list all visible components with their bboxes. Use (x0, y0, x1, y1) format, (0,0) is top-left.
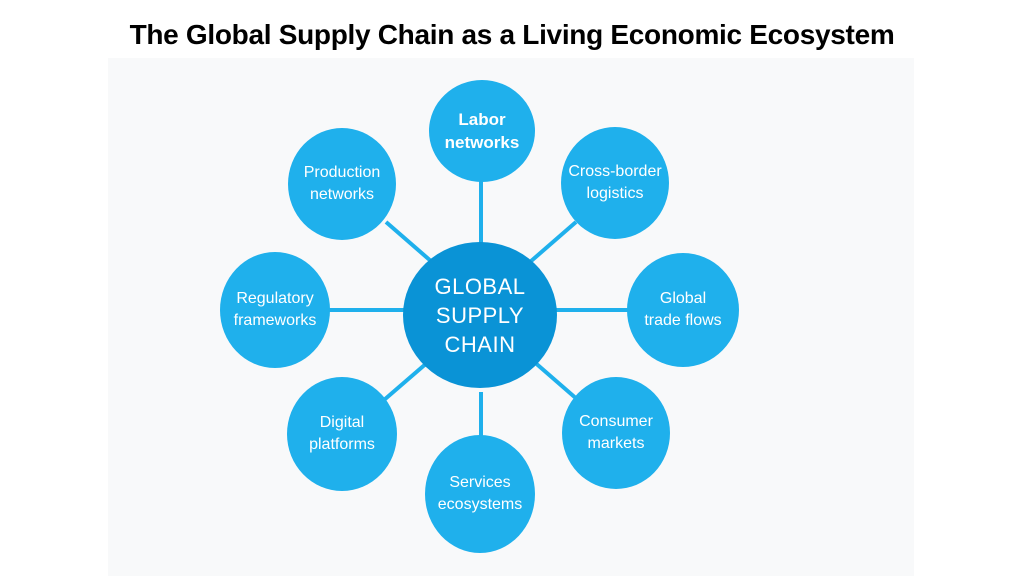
center-node-global-supply-chain: GLOBAL SUPPLY CHAIN (403, 242, 557, 388)
node-labor-networks: Labor networks (429, 80, 535, 182)
node-cross-border-logistics: Cross-border logistics (561, 127, 669, 239)
node-label: Digital platforms (309, 414, 375, 453)
connector-production (384, 220, 434, 264)
connector-consumer (530, 358, 580, 402)
node-regulatory-frameworks: Regulatory frameworks (220, 252, 330, 368)
node-label: Consumer markets (579, 413, 653, 452)
node-label: Services ecosystems (437, 474, 523, 513)
node-label: Regulatory frameworks (233, 290, 317, 329)
connector-cross-border (528, 220, 578, 264)
node-label: Labor networks (444, 110, 520, 152)
node-label: Production networks (303, 164, 381, 203)
node-digital-platforms: Digital platforms (287, 377, 397, 491)
node-label: Global trade flows (644, 290, 722, 329)
page-title: The Global Supply Chain as a Living Econ… (129, 19, 895, 50)
connector-digital (382, 360, 430, 402)
node-services-ecosystems: Services ecosystems (425, 435, 535, 553)
node-label: Cross-border logistics (568, 163, 662, 202)
node-production-networks: Production networks (288, 128, 396, 240)
node-global-trade-flows: Global trade flows (627, 253, 739, 367)
center-node-label: GLOBAL SUPPLY CHAIN (434, 273, 526, 357)
node-consumer-markets: Consumer markets (562, 377, 670, 489)
